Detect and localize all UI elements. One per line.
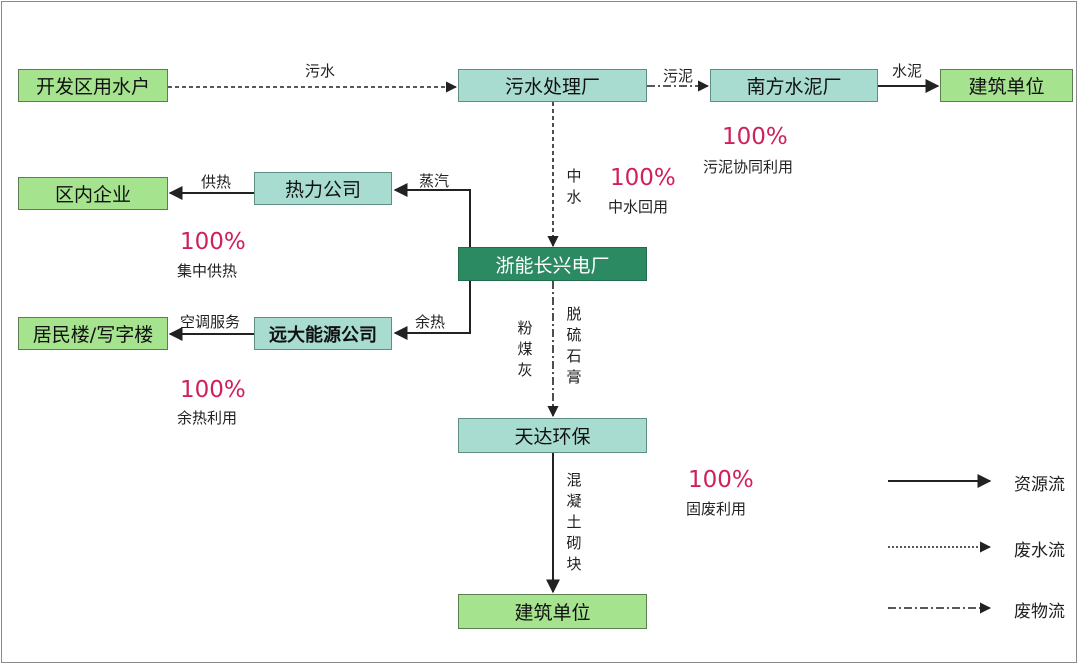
- pct-gufei-label: 固废利用: [686, 500, 747, 518]
- node-zheneng-changxing: 浙能长兴电厂: [458, 247, 647, 281]
- node-kaifaqu-yongshuihu: 开发区用水户: [18, 69, 168, 102]
- node-yuanda-nengyuan: 远大能源公司: [254, 317, 392, 350]
- node-wushui-chulichang: 污水处理厂: [458, 69, 647, 102]
- pct-gufei-value: 100%: [688, 467, 754, 493]
- label-shuini: 水泥: [892, 62, 923, 80]
- node-jianzhu-danwei-bottom: 建筑单位: [458, 594, 647, 629]
- legend-wastewater-flow: 废水流: [1014, 541, 1065, 561]
- label-tuoliu-shigao: 脱硫石膏: [566, 305, 582, 386]
- pct-zhongshui-label: 中水回用: [608, 198, 669, 216]
- node-jianzhu-danwei-top: 建筑单位: [940, 69, 1073, 102]
- pct-zhongshui-value: 100%: [610, 165, 676, 191]
- node-qunei-qiye: 区内企业: [18, 177, 168, 210]
- node-nanfang-shuinichang: 南方水泥厂: [710, 69, 878, 102]
- label-yure: 余热: [415, 313, 446, 331]
- node-reli-gongsi: 热力公司: [254, 172, 392, 205]
- label-fenmeihui: 粉煤灰: [517, 319, 533, 379]
- label-gongre: 供热: [201, 173, 232, 191]
- label-hunningtu-qikuai: 混凝土砌块: [566, 471, 582, 573]
- legend-waste-flow: 废物流: [1014, 602, 1065, 622]
- label-kongtiao: 空调服务: [180, 313, 241, 331]
- pct-wuni-value: 100%: [722, 124, 788, 150]
- arrow-zhengqi: [393, 183, 471, 247]
- arrow-yure: [393, 280, 471, 340]
- pct-gongre-value: 100%: [180, 229, 246, 255]
- pct-yure-value: 100%: [180, 377, 246, 403]
- pct-gongre-label: 集中供热: [177, 262, 238, 280]
- label-zhongshui: 中水: [566, 167, 582, 206]
- pct-wuni-label: 污泥协同利用: [703, 158, 794, 176]
- legend-resource-flow: 资源流: [1014, 475, 1065, 495]
- node-juminlou: 居民楼/写字楼: [18, 317, 168, 350]
- label-wushui: 污水: [305, 62, 336, 80]
- node-tianda-huanbao: 天达环保: [458, 418, 647, 453]
- label-wuni: 污泥: [663, 67, 694, 85]
- pct-yure-label: 余热利用: [177, 409, 238, 427]
- label-zhengqi: 蒸汽: [419, 172, 450, 190]
